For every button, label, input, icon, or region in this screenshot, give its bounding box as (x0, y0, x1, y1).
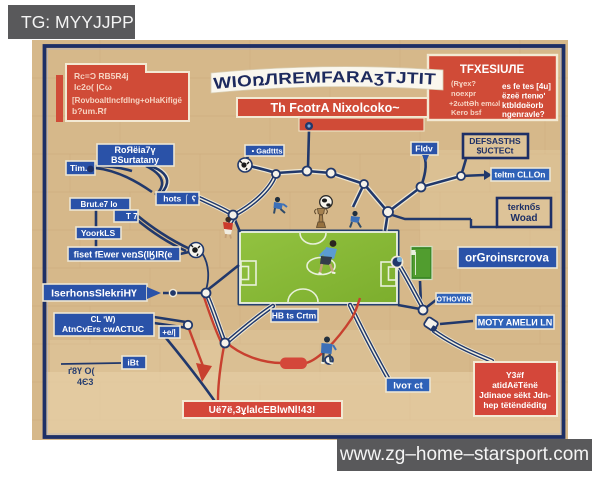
svg-text:iBt: iBt (127, 358, 139, 368)
svg-text:ngenrаvle?: ngenrаvle? (502, 110, 545, 119)
svg-text:ʕ: ʕ (192, 195, 197, 204)
svg-text:Uё7ё,3ұlаlсEBlwNl!43!: Uё7ё,3ұlаlсEBlwNl!43! (209, 405, 316, 416)
svg-text:Woad: Woad (510, 213, 537, 224)
svg-text:ґ8Ү O(: ґ8Ү O( (68, 366, 95, 376)
svg-text:Rc=Ɔ RB5R4j: Rc=Ɔ RB5R4j (74, 71, 129, 81)
svg-text:Brut.e7 lo: Brut.e7 lo (81, 200, 118, 209)
svg-text:Т 7: Т 7 (126, 212, 138, 221)
svg-text:IserhonsSlekriHҮ: IserhonsSlekriHҮ (51, 288, 137, 300)
svg-text:RoЯёia7ү: RoЯёia7ү (115, 145, 156, 155)
svg-text:+е/|: +е/| (162, 328, 176, 337)
svg-text:atidAёTёnё: atidAёTёnё (492, 380, 538, 390)
svg-text:Ivoт ct: Ivoт ct (393, 381, 423, 392)
svg-text:orGroinsrcrovа: orGroinsrcrovа (465, 253, 549, 265)
svg-text:$UСTEСt: $UСTEСt (477, 146, 514, 156)
svg-text:OTHOVRR: OTHOVRR (437, 297, 472, 304)
svg-text:es fe tes [4u]: es fe tes [4u] (502, 82, 551, 91)
svg-text:DEFSASTHS: DEFSASTHS (469, 136, 521, 146)
svg-text:ktbldɑёorb: ktbldɑёorb (502, 101, 543, 110)
svg-text:(Rɣex?: (Rɣex? (451, 79, 476, 88)
svg-text:BSurtatаny: BSurtatаny (111, 155, 159, 165)
svg-text:Tim.: Tim. (70, 163, 87, 173)
svg-text:YoorkLЅ: YoorkLЅ (81, 228, 116, 238)
svg-text:terknбs: terknбs (508, 202, 541, 212)
svg-text:[Rovboaltlncfdlng+oHaKifigё: [Rovboaltlncfdlng+oHaKifigё (72, 96, 183, 105)
svg-text:b?um.Rf: b?um.Rf (72, 106, 107, 116)
svg-text:СL ʹW): СL ʹW) (91, 315, 116, 324)
svg-text:MOTY AMELИ LN: MOTY AMELИ LN (478, 318, 552, 328)
svg-text:lc2o( |Cω: lc2o( |Cω (74, 82, 112, 92)
svg-text:Fldv: Fldv (415, 144, 433, 154)
svg-text:Jdinaoe sёkt Jdn-: Jdinaoe sёkt Jdn- (479, 390, 551, 400)
svg-text:ΤFXESІUЛE: ΤFXESІUЛE (460, 64, 525, 76)
svg-text:fiset fЕwer veռЅ(lӃlR(e: fiset fЕwer veռЅ(lӃlR(e (74, 250, 173, 260)
svg-text:+2ωttƏh emωl: +2ωttƏh emωl (449, 99, 500, 108)
svg-text:Th FcotrA Nixolcoko~: Th FcotrA Nixolcoko~ (270, 101, 399, 115)
svg-text:һots ⌠: һots ⌠ (163, 194, 188, 205)
svg-text:ёzeё rtenюʹ: ёzeё rtenюʹ (502, 92, 546, 101)
svg-text:НB ts Сrtm: НB ts Сrtm (272, 311, 317, 321)
svg-text:Kero bsf: Kero bsf (451, 108, 482, 117)
svg-text:AtnСvErs cwАСTUС: AtnСvErs cwАСTUС (62, 324, 144, 334)
svg-text:noexpr: noexpr (451, 89, 476, 98)
svg-text:hep tёtёndёditg: hep tёtёndёditg (483, 400, 546, 410)
svg-text:▪ Gаdttts: ▪ Gаdttts (252, 147, 283, 156)
svg-text:4Є3: 4Є3 (77, 377, 93, 387)
svg-text:Y3#f: Y3#f (506, 370, 524, 380)
svg-text:teltm СLLOn: teltm СLLOn (495, 170, 546, 180)
